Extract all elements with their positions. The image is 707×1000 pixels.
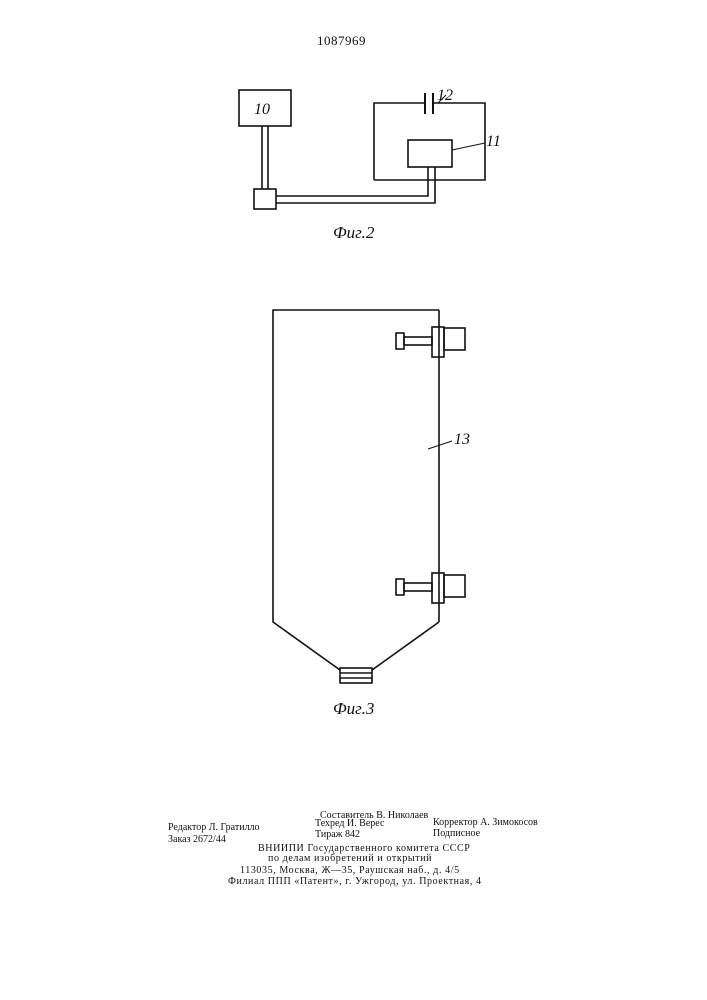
element-11 (408, 140, 452, 167)
label-12: 12 (437, 87, 453, 104)
imprint-editor: Редактор Л. Гратилло (168, 822, 260, 834)
imprint-org-line-2: по делам изобретений и открытий (268, 853, 432, 865)
vessel-13 (273, 310, 439, 670)
figure-2-caption: Фиг.2 (333, 223, 375, 242)
sensor-upper (396, 327, 465, 357)
label-11: 11 (486, 133, 501, 150)
imprint-order: Заказ 2672/44 (168, 834, 226, 846)
imprint-subscription: Подписное (433, 828, 480, 840)
figure-3 (273, 310, 465, 683)
junction-box (254, 189, 276, 209)
label-13: 13 (454, 431, 470, 448)
sensor-lower (396, 573, 465, 603)
figure-3-caption: Фиг.3 (333, 699, 374, 718)
imprint-circulation: Тираж 842 (315, 829, 360, 841)
label-10: 10 (254, 101, 270, 118)
imprint-branch: Филиал ППП «Патент», г. Ужгород, ул. Про… (228, 876, 482, 888)
figure-2 (239, 90, 485, 209)
